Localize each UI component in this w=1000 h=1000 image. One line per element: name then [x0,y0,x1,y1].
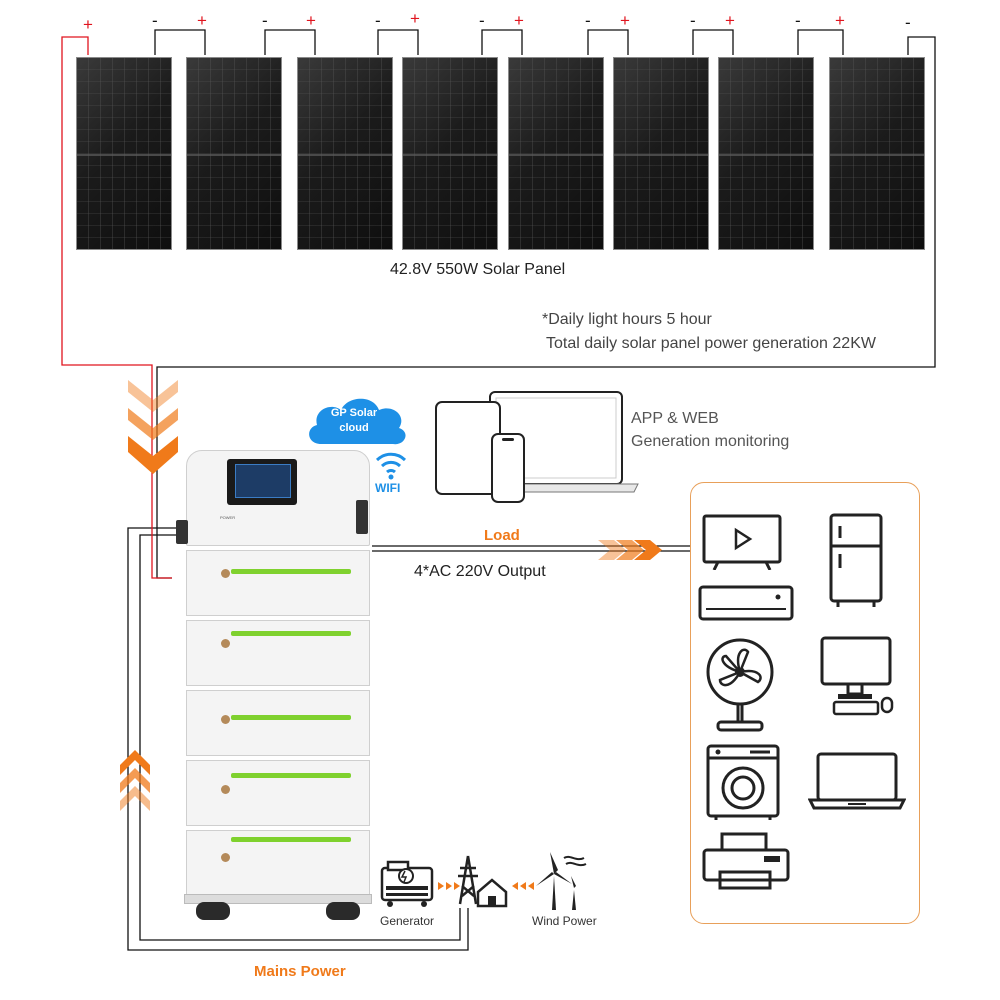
devices-icon [435,391,639,503]
caster-wheel [326,902,360,920]
ac-output-label: 4*AC 220V Output [414,563,546,580]
positive-sign: + [620,11,630,30]
wifi-icon [375,452,407,480]
solar-panel-2 [186,57,282,250]
appliance-panel [690,482,920,924]
washing-machine-icon [706,744,780,820]
negative-sign: - [375,11,381,30]
inverter-unit: POWER [186,450,370,546]
negative-sign: - [479,11,485,30]
positive-sign: + [514,11,524,30]
cloud-icon [309,398,406,445]
solar-panel-1 [76,57,172,250]
positive-sign: + [410,9,420,28]
solar-panel-6 [613,57,709,250]
laptop-icon [808,752,906,810]
power-label: POWER [220,515,236,520]
daily-light-note: *Daily light hours 5 hour [542,311,712,328]
inverter-display [227,459,297,505]
wind-power-label: Wind Power [532,914,597,928]
positive-sign: + [197,11,207,30]
wind-turbine-icon [536,852,587,910]
positive-sign: + [306,11,316,30]
negative-sign: - [905,13,911,32]
air-conditioner-icon [698,585,794,621]
fridge-icon [829,513,883,607]
positive-sign: + [83,15,93,34]
printer-icon [702,832,790,890]
tv-icon [702,514,782,570]
negative-sign: - [262,11,268,30]
solar-panel-3 [297,57,393,250]
cloud-title-line1: GP Solar [330,407,378,419]
solar-panel-4 [402,57,498,250]
daily-generation-note: Total daily solar panel power generation… [546,335,876,352]
app-web-label: APP & WEB [631,410,719,427]
negative-sign: - [152,11,158,30]
battery-module-2 [186,620,370,686]
battery-module-1 [186,550,370,616]
positive-sign: + [725,11,735,30]
power-grid-icon [458,855,508,908]
load-label: Load [484,527,520,544]
battery-module-3 [186,690,370,756]
generator-icon [380,860,434,907]
wifi-label: WIFI [375,481,401,495]
mains-power-label: Mains Power [254,963,346,980]
negative-sign: - [690,11,696,30]
desktop-computer-icon [820,636,894,716]
solar-panel-label: 42.8V 550W Solar Panel [390,261,566,278]
inverter-port-left [176,520,188,544]
negative-sign: - [795,11,801,30]
generator-label: Generator [380,914,435,928]
caster-wheel [196,902,230,920]
positive-sign: + [835,11,845,30]
battery-module-4 [186,760,370,826]
battery-base [184,894,372,904]
solar-panel-7 [718,57,814,250]
inverter-side-port [356,500,368,534]
generation-monitoring-label: Generation monitoring [631,433,790,450]
solar-panel-8 [829,57,925,250]
cloud-title-line2: cloud [339,422,369,434]
solar-panel-5 [508,57,604,250]
negative-sign: - [585,11,591,30]
fan-icon [706,638,774,732]
battery-module-5 [186,830,370,896]
